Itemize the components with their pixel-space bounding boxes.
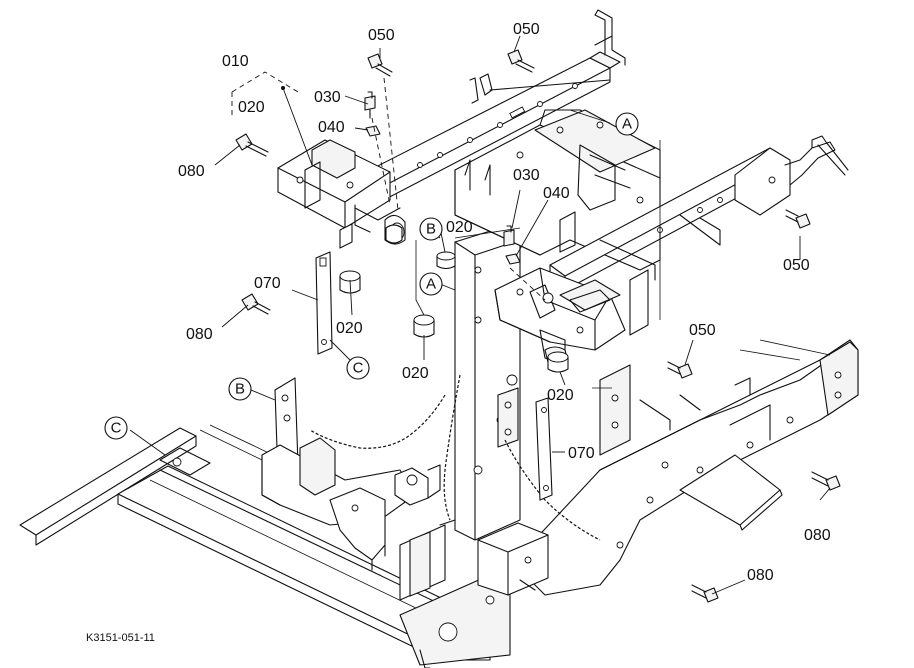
- bolt-080-upper-left: [235, 133, 269, 157]
- label-010: 010: [222, 53, 249, 70]
- part-labels: 010 020 080 030 040 050 050 050 050 030 …: [178, 21, 831, 584]
- left-bracket-assembly: [277, 139, 406, 249]
- label-020-upper-left: 020: [238, 99, 265, 116]
- svg-text:C: C: [111, 420, 122, 437]
- label-020-left-lower: 020: [336, 320, 363, 337]
- center-upright-plate: [454, 227, 521, 541]
- strap-left: [315, 251, 333, 355]
- svg-text:B: B: [235, 381, 245, 398]
- bushing-center-left: [413, 314, 435, 338]
- label-080-bottom: 080: [747, 567, 774, 584]
- label-020-lower-right: 020: [547, 387, 574, 404]
- wire-harness: [309, 374, 601, 541]
- right-side-frame-plate: [529, 339, 859, 596]
- bolt-050-top: [367, 53, 393, 77]
- grease-fitting-030-left: [364, 91, 376, 119]
- bushings: [339, 224, 569, 373]
- label-040-center: 040: [543, 185, 570, 202]
- bolt-080-bottom: [691, 584, 719, 603]
- label-080-upper-left: 080: [178, 163, 205, 180]
- nut-040-center: [505, 253, 521, 265]
- center-support-box: [399, 519, 549, 601]
- label-050-top-right: 050: [513, 21, 540, 38]
- left-upright-bracket: [261, 377, 441, 571]
- bushing-center: [436, 251, 456, 270]
- label-080-right: 080: [804, 527, 831, 544]
- bushing-lower-center: [547, 351, 569, 373]
- upper-frame-main-rail: [359, 9, 626, 203]
- label-050-center-right: 050: [689, 322, 716, 339]
- lower-frame-left-rail: [19, 424, 511, 668]
- fasteners: [235, 49, 841, 603]
- bolt-050-center-right: [667, 361, 693, 379]
- label-030-left: 030: [314, 89, 341, 106]
- callout-b-lower: B: [228, 377, 252, 401]
- svg-text:A: A: [622, 116, 632, 133]
- bolt-080-right: [811, 471, 841, 491]
- bushing-upper-arm: [385, 224, 403, 244]
- callout-b-upper: B: [419, 217, 443, 241]
- drawing-reference-number: K3151-051-11: [86, 632, 155, 644]
- label-050-top: 050: [368, 27, 395, 44]
- bolt-080-lower-left: [241, 293, 271, 315]
- bolt-050-top-right: [507, 49, 535, 73]
- bolt-050-right: [785, 209, 811, 229]
- straps: [315, 251, 553, 501]
- grease-fitting-030-center: [503, 225, 515, 247]
- callout-a-upper: A: [615, 112, 639, 136]
- label-050-right: 050: [783, 257, 810, 274]
- callout-c-upper: C: [346, 356, 370, 380]
- transverse-support-arm: [549, 135, 849, 291]
- callout-c-lower: C: [104, 416, 128, 440]
- nut-040-left: [365, 125, 381, 137]
- svg-text:A: A: [426, 276, 436, 293]
- label-070-left: 070: [254, 275, 281, 292]
- svg-text:C: C: [353, 360, 364, 377]
- reference-callouts: A A B B C C: [104, 112, 639, 440]
- label-080-lower-left: 080: [186, 326, 213, 343]
- label-070-right: 070: [568, 445, 595, 462]
- label-030-center: 030: [513, 167, 540, 184]
- svg-text:B: B: [426, 221, 436, 238]
- label-020-center: 020: [446, 219, 473, 236]
- label-040-left: 040: [318, 119, 345, 136]
- callout-a-center: A: [419, 272, 443, 296]
- assembly-lines: [231, 71, 661, 389]
- strap-right: [535, 397, 553, 501]
- label-020-center-lower: 020: [402, 365, 429, 382]
